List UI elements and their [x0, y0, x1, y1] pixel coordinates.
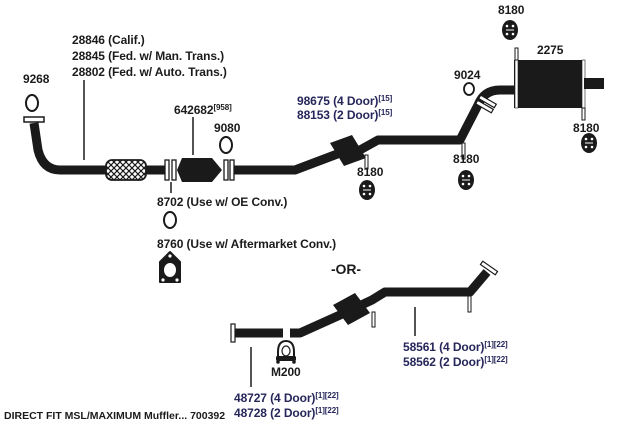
hanger-8180-top: [501, 19, 519, 41]
resonator: [330, 135, 366, 166]
part-note: (2 Door): [333, 108, 379, 122]
part-number: 58562: [403, 355, 436, 369]
label-gasket-8702: 8702 (Use w/ OE Conv.): [157, 196, 287, 209]
label-hanger-mid: 8180: [357, 165, 384, 179]
alt-resonator: [333, 293, 370, 325]
part-number: 48727: [234, 391, 267, 405]
part-number: 48728: [234, 406, 267, 420]
hanger-8180-mid: [358, 179, 376, 201]
label-front-pipe-man-trans: 28845 (Fed. w/ Man. Trans.): [72, 50, 224, 63]
gasket-9024: [463, 82, 475, 96]
footnote: [1][22]: [484, 355, 508, 364]
hanger-8180-rear-pipe: [457, 169, 475, 191]
label-gasket-8760: 8760 (Use w/ Aftermarket Conv.): [157, 238, 336, 251]
front-pipe: [23, 116, 165, 181]
label-hanger-muffler-rear: 8180: [573, 121, 600, 135]
part-number: 8702: [157, 195, 184, 209]
clamp-m200: [276, 339, 296, 364]
part-number: 642682: [174, 103, 214, 117]
label-alt-front-4door: 48727 (4 Door)[1][22]: [234, 391, 339, 405]
part-note: (4 Door): [333, 94, 379, 108]
label-gasket-9268: 9268: [23, 72, 50, 86]
part-note: (2 Door): [270, 406, 316, 420]
gasket-9268: [25, 94, 39, 112]
catalytic-converter: [164, 158, 235, 182]
part-number: 98675: [297, 94, 330, 108]
label-alt-rear-2door: 58562 (2 Door)[1][22]: [403, 355, 508, 369]
footer-caption: DIRECT FIT MSL/MAXIMUM Muffler... 700392: [4, 410, 226, 422]
hanger-8180-muffler-rear: [580, 132, 598, 154]
footnote: [1][22]: [315, 391, 339, 400]
muffler: [514, 47, 604, 121]
label-front-pipe-auto-trans: 28802 (Fed. w/ Auto. Trans.): [72, 66, 227, 79]
alt-front-pipe: [230, 323, 283, 343]
label-gasket-9024: 9024: [454, 68, 481, 82]
label-converter: 642682[958]: [174, 103, 232, 117]
part-note: (Fed. w/ Man. Trans.): [108, 49, 225, 63]
alt-rear-pipe: [290, 260, 499, 338]
gasket-8760: [159, 251, 181, 283]
pipe-clamp-flange: [474, 94, 498, 114]
gasket-9080: [219, 136, 233, 154]
footnote: [958]: [213, 103, 232, 112]
part-number: 8760: [157, 237, 184, 251]
or-separator: -OR-: [331, 261, 361, 277]
label-gasket-9080: 9080: [214, 121, 241, 135]
part-number: 28802: [72, 65, 105, 79]
label-alt-front-2door: 48728 (2 Door)[1][22]: [234, 406, 339, 420]
label-hanger-top: 8180: [498, 3, 525, 17]
part-note: (2 Door): [439, 355, 485, 369]
part-number: 28846: [72, 33, 105, 47]
intermediate-pipe: [234, 85, 515, 175]
label-muffler: 2275: [537, 43, 564, 57]
part-note: (Fed. w/ Auto. Trans.): [108, 65, 227, 79]
part-note: (4 Door): [439, 340, 485, 354]
part-number: 58561: [403, 340, 436, 354]
part-note: (4 Door): [270, 391, 316, 405]
label-clamp: M200: [271, 365, 301, 379]
part-note: (Use w/ Aftermarket Conv.): [186, 237, 337, 251]
label-intermediate-2door: 88153 (2 Door)[15]: [297, 108, 393, 122]
footnote: [15]: [378, 94, 393, 103]
part-number: 88153: [297, 108, 330, 122]
footnote: [1][22]: [315, 406, 339, 415]
part-note: (Use w/ OE Conv.): [186, 195, 288, 209]
footnote: [1][22]: [484, 340, 508, 349]
label-hanger-rear-pipe: 8180: [453, 152, 480, 166]
part-number: 28845: [72, 49, 105, 63]
label-front-pipe-calif: 28846 (Calif.): [72, 34, 145, 47]
part-note: (Calif.): [108, 33, 145, 47]
label-intermediate-4door: 98675 (4 Door)[15]: [297, 94, 393, 108]
flex-pipe: [105, 159, 147, 181]
footnote: [15]: [378, 108, 393, 117]
label-alt-rear-4door: 58561 (4 Door)[1][22]: [403, 340, 508, 354]
front-pipe-flange: [23, 116, 45, 123]
gasket-8702: [163, 211, 177, 229]
